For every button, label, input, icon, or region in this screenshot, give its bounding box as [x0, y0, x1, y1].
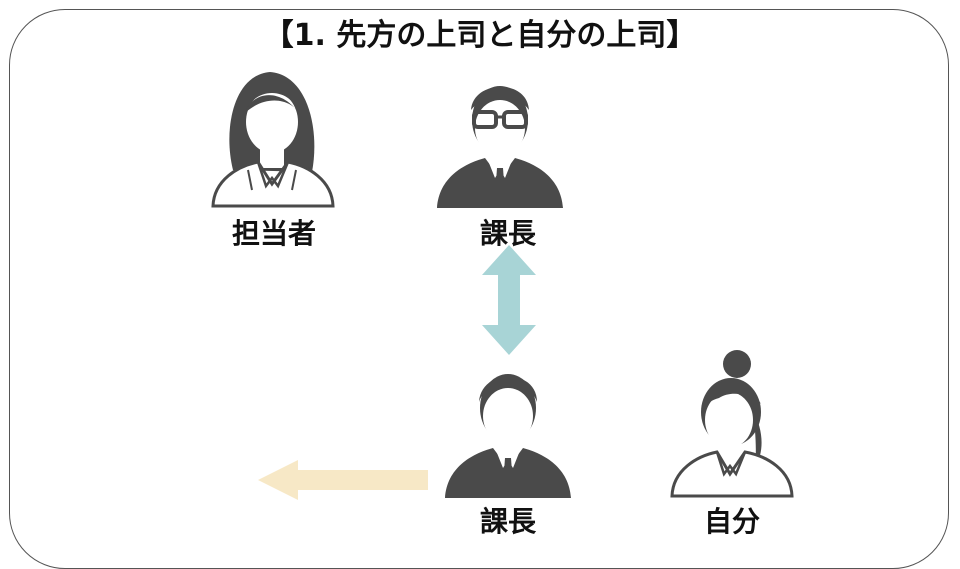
- label-self: 自分: [703, 505, 760, 538]
- label-client-staff: 担当者: [231, 217, 316, 250]
- label-client-manager: 課長: [479, 217, 536, 250]
- man-suit-icon: [445, 374, 571, 498]
- double-arrow-icon: [482, 245, 536, 355]
- label-own-manager: 課長: [479, 505, 536, 538]
- person-own-manager: [443, 350, 573, 500]
- page-title-text: 【1. 先方の上司と自分の上司】: [259, 18, 701, 53]
- woman-long-hair-icon: [211, 72, 335, 208]
- person-client-manager: [435, 60, 565, 210]
- person-self: [667, 350, 797, 500]
- page-title: 【1. 先方の上司と自分の上司】: [0, 10, 960, 54]
- man-glasses-suit-icon: [437, 86, 563, 208]
- left-arrow-icon: [258, 460, 428, 500]
- person-client-staff: [208, 60, 338, 210]
- woman-bun-icon: [670, 350, 794, 498]
